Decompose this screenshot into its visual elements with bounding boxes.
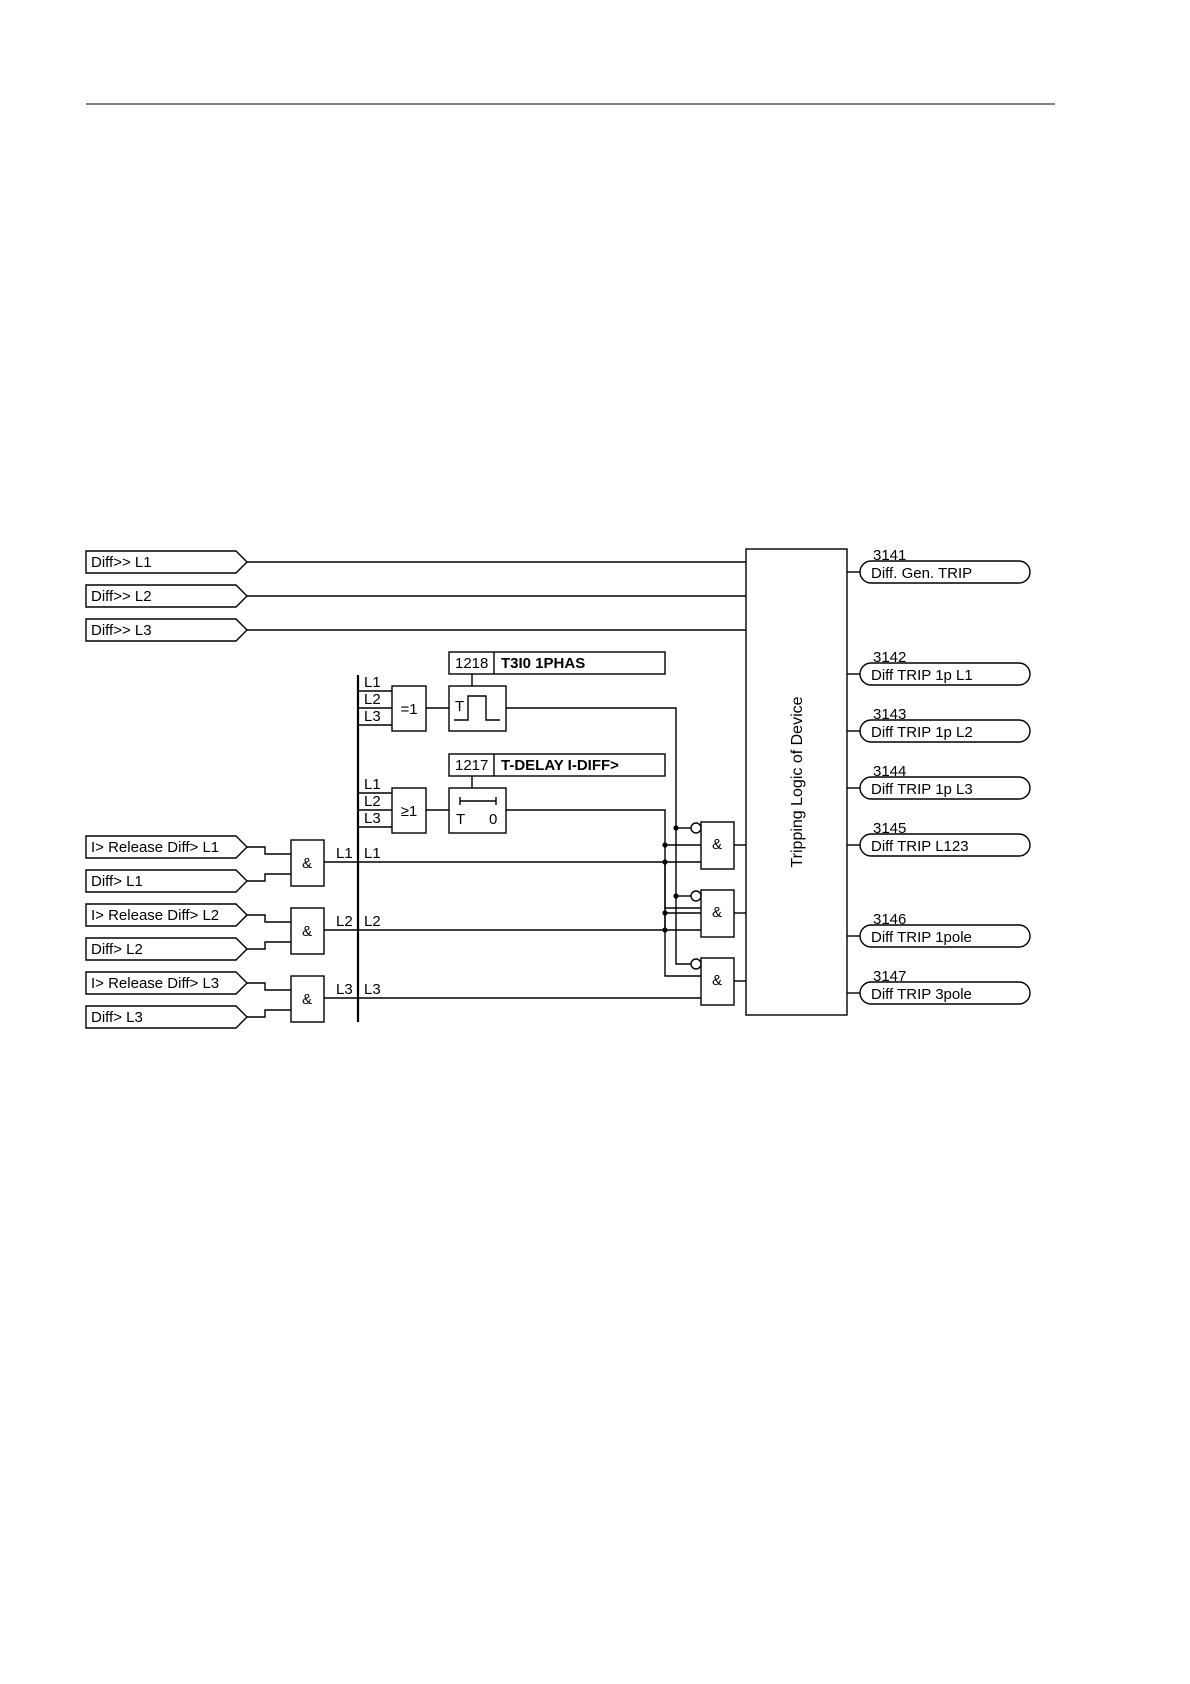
output-number-3144: 3144: [873, 763, 906, 780]
phase-label-l1-left: L1: [336, 845, 353, 862]
output-flag-3143: [859, 719, 1031, 743]
input-flag-diff-h-l3: [85, 1005, 248, 1029]
bus-tap-label-l2: L2: [364, 691, 381, 708]
output-label-3142: Diff TRIP 1p L1: [871, 667, 973, 684]
input-label-diff-h-l1: Diff> L1: [91, 873, 143, 890]
bus-tap-label-l1: L1: [364, 776, 381, 793]
bus-tap-label-l3: L3: [364, 708, 381, 725]
phase-label-l1-right: L1: [364, 845, 381, 862]
timer-t3i0-name: T3I0 1PHAS: [501, 655, 585, 672]
output-number-3141: 3141: [873, 547, 906, 564]
output-number-3142: 3142: [873, 649, 906, 666]
timer-tdelay-address: 1217: [455, 757, 488, 774]
wire-diff-h-l1: [247, 873, 291, 882]
timer-t3i0-param-box: [448, 651, 666, 675]
input-flag-release-l2: [85, 903, 248, 927]
input-label-release-l1: I> Release Diff> L1: [91, 839, 219, 856]
input-flag-release-l3: [85, 971, 248, 995]
negation-circle: [690, 958, 702, 970]
and-gate-l1-symbol: &: [302, 855, 312, 872]
timer-t3i0-address: 1218: [455, 655, 488, 672]
junction-dot: [673, 825, 679, 831]
junction-dot: [662, 927, 668, 933]
output-number-3147: 3147: [873, 968, 906, 985]
phase-label-l2-left: L2: [336, 913, 353, 930]
output-flag-3144: [859, 776, 1031, 800]
negation-circle: [690, 890, 702, 902]
input-flag-diff-h-l1: [85, 869, 248, 893]
input-flag-diff-hh-l1: [85, 550, 248, 574]
wire-t3i0-out: [506, 707, 701, 965]
wire-release-l2: [247, 914, 291, 923]
output-label-3145: Diff TRIP L123: [871, 838, 969, 855]
wire-release-l3: [247, 982, 291, 991]
input-label-diff-hh-l3: Diff>> L3: [91, 622, 152, 639]
input-label-diff-h-l2: Diff> L2: [91, 941, 143, 958]
wire-diff-h-l3: [247, 1009, 291, 1018]
and-gate-l2: [290, 907, 325, 955]
pulse-icon: [454, 695, 500, 721]
input-flag-diff-hh-l2: [85, 584, 248, 608]
input-flag-release-l1: [85, 835, 248, 859]
timer-tdelay-t-label: T: [456, 811, 465, 828]
phase-label-l3-right: L3: [364, 981, 381, 998]
bus-tap-label-l2: L2: [364, 793, 381, 810]
output-number-3143: 3143: [873, 706, 906, 723]
and-gate-l3-symbol: &: [302, 991, 312, 1008]
and-gate-out-2-symbol: &: [712, 904, 722, 921]
bus-tap-label-l3: L3: [364, 810, 381, 827]
input-label-diff-h-l3: Diff> L3: [91, 1009, 143, 1026]
timer-t3i0-t-label: T: [455, 698, 464, 715]
phase-label-l2-right: L2: [364, 913, 381, 930]
timer-tdelay-param-box: [448, 753, 666, 777]
output-label-3144: Diff TRIP 1p L3: [871, 781, 973, 798]
tripping-logic-block: [745, 548, 848, 1016]
input-label-diff-hh-l1: Diff>> L1: [91, 554, 152, 571]
output-flag-3141: [859, 560, 1031, 584]
phase-label-l3-left: L3: [336, 981, 353, 998]
output-number-3145: 3145: [873, 820, 906, 837]
or-gate-symbol: ≥1: [401, 803, 418, 820]
output-flag-3145: [859, 833, 1031, 857]
output-flag-3146: [859, 924, 1031, 948]
and-gate-l1: [290, 839, 325, 887]
negation-circle: [690, 822, 702, 834]
junction-dot: [662, 859, 668, 865]
output-label-3147: Diff TRIP 3pole: [871, 986, 972, 1003]
bus-tap-label-l1: L1: [364, 674, 381, 691]
output-label-3143: Diff TRIP 1p L2: [871, 724, 973, 741]
output-label-3146: Diff TRIP 1pole: [871, 929, 972, 946]
wire-diff-h-l2: [247, 941, 291, 950]
xor-gate-symbol: =1: [400, 701, 417, 718]
output-flag-3142: [859, 662, 1031, 686]
output-flag-3147: [859, 981, 1031, 1005]
input-label-release-l2: I> Release Diff> L2: [91, 907, 219, 924]
input-label-diff-hh-l2: Diff>> L2: [91, 588, 152, 605]
input-flag-diff-h-l2: [85, 937, 248, 961]
output-number-3146: 3146: [873, 911, 906, 928]
timer-tdelay-name: T-DELAY I-DIFF>: [501, 757, 619, 774]
input-label-release-l3: I> Release Diff> L3: [91, 975, 219, 992]
and-gate-out-3-symbol: &: [712, 972, 722, 989]
wire-release-l1: [247, 846, 291, 855]
and-gate-l2-symbol: &: [302, 923, 312, 940]
junction-dot: [673, 893, 679, 899]
input-flag-diff-hh-l3: [85, 618, 248, 642]
and-gate-l3: [290, 975, 325, 1023]
output-label-3141: Diff. Gen. TRIP: [871, 565, 972, 582]
tripping-logic-label: Tripping Logic of Device: [789, 696, 806, 867]
wire-tdelay-out: [506, 809, 701, 977]
timer-tdelay-zero-label: 0: [489, 811, 497, 828]
delay-icon: [459, 797, 497, 805]
and-gate-out-1-symbol: &: [712, 836, 722, 853]
